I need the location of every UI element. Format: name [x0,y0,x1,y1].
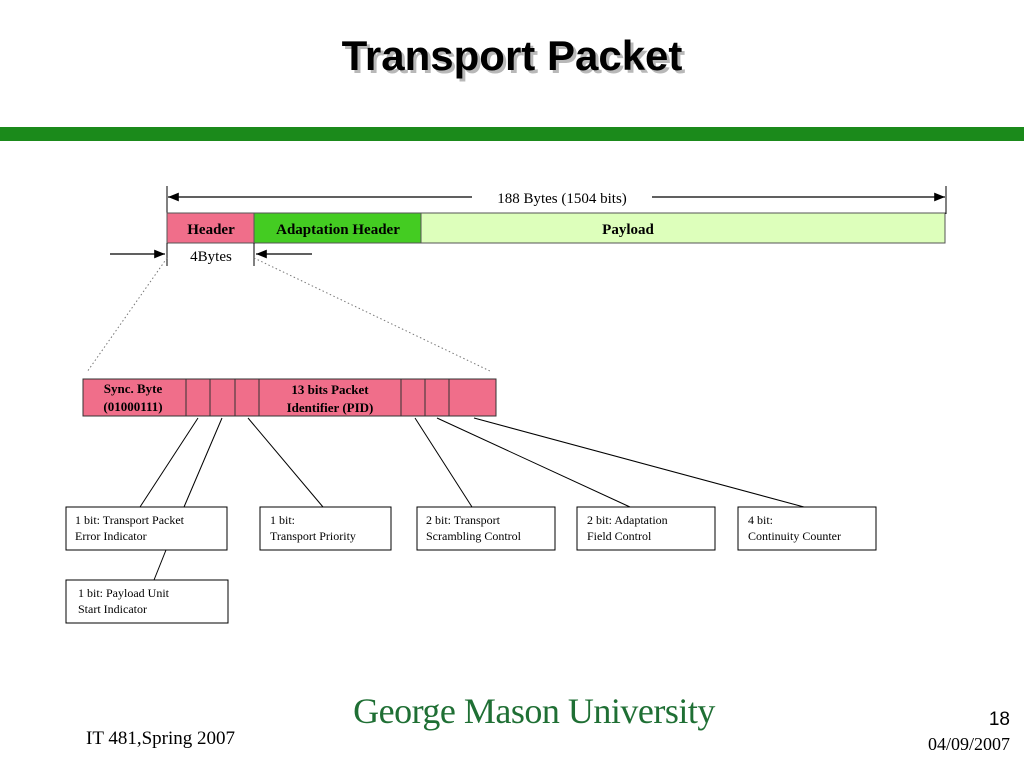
field-connectors [139,417,805,581]
header-detail-bar: Sync. Byte (01000111) 13 bits Packet Ide… [82,378,497,417]
description-box-error-indicator: 1 bit: Transport Packet Error Indicator [65,506,228,551]
description-line: Continuity Counter [748,529,841,543]
header-size-dimension: 4Bytes [110,243,312,266]
description-line: Error Indicator [75,529,147,543]
description-line: 1 bit: Payload Unit [78,586,170,600]
description-box-scrambling: 2 bit: Transport Scrambling Control [416,506,556,551]
header-segment-label: Header [187,222,235,238]
description-line: 1 bit: Transport Packet [75,513,185,527]
description-line: Scrambling Control [426,529,522,543]
title-divider-bar [0,127,1024,141]
description-box-continuity-counter: 4 bit: Continuity Counter [737,506,877,551]
pid-label-line2: Identifier (PID) [287,400,374,415]
description-line: Field Control [587,529,652,543]
slide-number: 18 [988,709,1010,730]
course-footer: IT 481,Spring 2007 [86,728,236,749]
university-logo: George Mason University [353,691,715,731]
description-line: 1 bit: [270,513,295,527]
payload-segment [420,212,946,244]
packet-size-dimension: 188 Bytes (1504 bits) [166,186,947,214]
description-line: 4 bit: [748,513,773,527]
description-line: Start Indicator [78,602,147,616]
header-size-label: 4Bytes [190,249,232,265]
payload-segment-label: Payload [602,222,654,238]
header-segment [166,212,255,244]
description-line: 2 bit: Adaptation [587,513,668,527]
description-line: Transport Priority [270,529,356,543]
description-box-adaptation-control: 2 bit: Adaptation Field Control [576,506,716,551]
zoom-lines [86,257,493,373]
description-box-payload-unit-start: 1 bit: Payload Unit Start Indicator [65,579,229,624]
description-line: 2 bit: Transport [426,513,501,527]
slide-title: Transport Packet [341,32,683,79]
description-box-priority: 1 bit: Transport Priority [259,506,392,551]
adaptation-segment-label: Adaptation Header [276,222,400,238]
slide-date: 04/09/2007 [927,734,1010,754]
sync-byte-label: Sync. Byte [104,381,163,396]
packet-bar: Header Adaptation Header Payload [166,212,946,244]
pid-label-line1: 13 bits Packet [291,382,369,397]
sync-byte-value: (01000111) [103,399,162,414]
packet-size-label: 188 Bytes (1504 bits) [497,191,627,207]
